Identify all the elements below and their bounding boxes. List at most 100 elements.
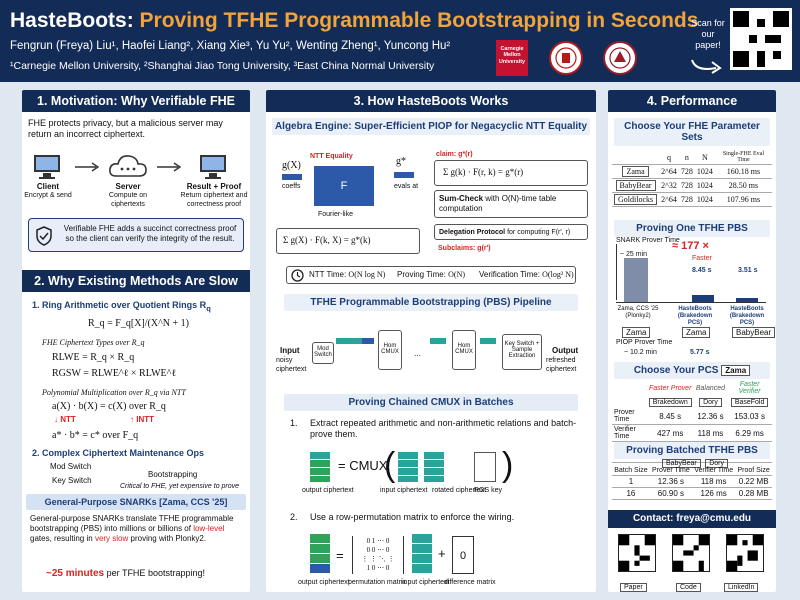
- verification-time: Verification Time: O(log² N): [479, 270, 574, 280]
- ring-heading: 1. Ring Arithmetic over Quotient Rings R…: [32, 300, 211, 314]
- rotated-ct-stack: [424, 452, 444, 482]
- table-row: Verifier Time 427 ms 118 ms 6.29 ms: [612, 424, 772, 442]
- ring-heading-text: 1. Ring Arithmetic over Quotient Rings R: [32, 300, 207, 310]
- fourier-like-label: Fourier-like: [318, 211, 354, 218]
- faster-label: Faster: [692, 255, 712, 262]
- piop-left: ~ 10.2 min: [624, 349, 657, 356]
- zama-tag-2: Zama: [682, 322, 711, 340]
- affiliation-list: ¹Carnegie Mellon University, ²Shanghai J…: [10, 60, 435, 72]
- callout-text: Verifiable FHE adds a succinct correctne…: [63, 224, 237, 243]
- paren-close: ): [502, 446, 514, 484]
- client-computer-icon: [34, 155, 60, 179]
- delegation-text: for computing F(r′, r): [507, 229, 571, 236]
- eval-bar: [394, 172, 414, 178]
- rgsw-equation: RGSW = RLWE^ℓ × RLWE^ℓ: [52, 368, 177, 379]
- title-brand: HasteBoots:: [10, 9, 134, 32]
- pcs-name: Dory: [699, 398, 722, 407]
- min25-label: ~ 25 min: [620, 251, 648, 258]
- pcs-col-label: Faster Verifier: [738, 381, 761, 395]
- claim-label: claim: g*(r): [436, 151, 473, 158]
- ntt-time-label: NTT Time:: [309, 270, 347, 279]
- snarks-lowlevel: low-level: [193, 524, 225, 533]
- section-title-existing: 2. Why Existing Methods Are Slow: [22, 270, 250, 292]
- qr-label: Code: [676, 576, 701, 592]
- table-row: Brakedown Dory BaseFold: [612, 396, 772, 408]
- table-header: Batch Size: [612, 466, 650, 476]
- table-cell: 2^32: [659, 178, 679, 193]
- hb-brakedown-label: HasteBoots (Brakedown PCS): [677, 306, 713, 326]
- section-title-how: 3. How HasteBoots Works: [266, 90, 596, 112]
- table-row: Goldilocks 2^64 728 1024 107.96 ms: [612, 192, 772, 207]
- zama-bar: [624, 258, 648, 302]
- ntt-time-value: O(N log N): [348, 270, 386, 279]
- table-cell: 16: [612, 487, 650, 500]
- cmux-label: = CMUX: [338, 458, 388, 473]
- coeffs-label: coeffs: [282, 183, 301, 190]
- param-name: BabyBear: [615, 180, 656, 191]
- table-cell: 8.45 s: [646, 408, 694, 425]
- linkedin-qr-code[interactable]: [726, 534, 764, 572]
- qr-code-icon: [733, 11, 789, 67]
- paper-qr-code[interactable]: [730, 8, 792, 70]
- snarks-text: gates, resulting in: [30, 534, 95, 543]
- sumcheck-text: with O(N)-time table computation: [439, 194, 557, 213]
- table-cell: 1024: [694, 192, 715, 207]
- params-table: q n N Single-FHE Eval Time Zama 2^64 728…: [612, 150, 772, 207]
- pipeline-output-label: Output: [552, 346, 579, 355]
- verifiable-callout: Verifiable FHE adds a succinct correctne…: [28, 218, 244, 252]
- table-cell: 0.28 MB: [735, 487, 772, 500]
- speedup-value: 177 ×: [681, 240, 709, 252]
- pcs-name: BaseFold: [730, 398, 769, 407]
- time-rest: per TFHE bootstrapping!: [104, 568, 205, 578]
- poster-title: HasteBoots: Proving TFHE Programmable Bo…: [10, 9, 698, 33]
- arrow-right-icon: [75, 162, 100, 172]
- batched-table: Batch Size Prover Time Verifier Time Pro…: [612, 466, 772, 500]
- perm-matrix-caption: permutation matrix: [348, 579, 406, 586]
- table-header: Proof Size: [735, 466, 772, 476]
- hb-basefold-label: HasteBoots (Brakedown PCS): [729, 306, 765, 326]
- brakedown-bar: [692, 295, 714, 302]
- contact-bar[interactable]: Contact: freya@cmu.edu: [608, 510, 776, 528]
- zama-tag: Zama: [622, 322, 651, 340]
- pipeline-input-label: Input: [280, 346, 300, 355]
- mod-switch-box-label: Mod Switch: [314, 346, 332, 358]
- key-switch-box: Key Switch + Sample Extraction: [502, 334, 542, 370]
- column-performance: 4. Performance Choose Your FHE Parameter…: [608, 90, 776, 592]
- code-qr-code[interactable]: [672, 534, 710, 572]
- verif-time-label: Verification Time:: [479, 270, 540, 279]
- cipher-bar: [362, 338, 374, 344]
- server-sub: Compute on ciphertexts: [108, 192, 148, 208]
- client-label: Client: [36, 182, 60, 191]
- cipher-bar: [430, 338, 446, 344]
- delegation-line: Delegation Protocol for computing F(r′, …: [439, 228, 587, 237]
- ntt-equality-label: NTT Equality: [310, 153, 353, 160]
- gx-label: g(X): [282, 160, 301, 171]
- perm-input-stack: [412, 534, 432, 574]
- coeff-bar: [282, 174, 302, 180]
- pcs-col-label: Faster Prover: [649, 384, 692, 392]
- polymul-equation: a(X) · b(X) = c(X) over R_q: [52, 401, 166, 412]
- table-cell: 1: [612, 475, 650, 488]
- paper-qr-code[interactable]: [618, 534, 656, 572]
- proving-time-value: O(N): [448, 270, 466, 279]
- step-2-text: Use a row-permutation matrix to enforce …: [310, 512, 515, 522]
- batched-table-wrap: Batch Size Prover Time Verifier Time Pro…: [612, 466, 772, 500]
- pointwise-equation: a* · b* = c* over F_q: [52, 430, 139, 441]
- time-big: ~25 minutes: [46, 568, 105, 579]
- pcs-tag: Zama: [721, 365, 751, 376]
- hom-cmux-label: Hom CMUX: [455, 343, 473, 355]
- zama-tag-label: Zama: [682, 327, 711, 338]
- qr-label-linkedin: LinkedIn: [724, 583, 759, 592]
- table-cell: 118 ms: [691, 475, 736, 488]
- table-header: q: [659, 150, 679, 165]
- pcs-heading-text: Choose Your PCS: [633, 365, 719, 376]
- table-cell: 0.22 MB: [735, 475, 772, 488]
- table-cell: 728: [678, 178, 695, 193]
- sumcheck-line: Sum-Check with O(N)-time table computati…: [439, 194, 587, 214]
- perm-output-stack: [310, 534, 330, 574]
- table-header: [612, 150, 660, 165]
- column-how-it-works: 3. How HasteBoots Works Algebra Engine: …: [266, 90, 596, 592]
- table-cell: 126 ms: [691, 487, 736, 500]
- proving-time: Proving Time: O(N): [397, 270, 465, 280]
- input-ct-stack: [398, 452, 418, 482]
